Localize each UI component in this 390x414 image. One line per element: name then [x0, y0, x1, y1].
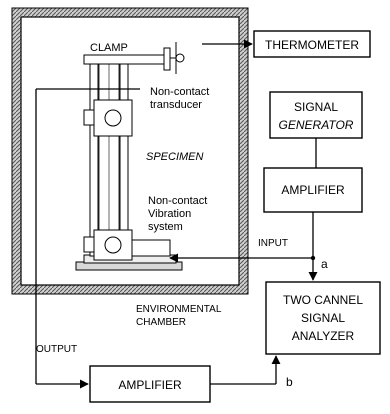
- analyzer-label-line2: SIGNAL: [301, 311, 345, 325]
- transducer-label-line2: transducer: [150, 99, 202, 111]
- thermometer-label: THERMOMETER: [265, 38, 359, 52]
- signal-generator-label-line1: SIGNAL: [294, 100, 338, 114]
- vibration-label-line1: Non-contact: [148, 195, 207, 207]
- amplifier-bottom-label: AMPLIFIER: [118, 378, 182, 392]
- signal-generator-label-line2: GENERATOR: [279, 118, 354, 132]
- analyzer-label-line1: TWO CANNEL: [283, 293, 363, 307]
- junction-dot: [310, 255, 316, 261]
- input-label: INPUT: [258, 238, 288, 249]
- amplifier-bottom-box: [89, 365, 211, 403]
- port-a-label: a: [321, 257, 328, 271]
- signal-analyzer-box: [265, 281, 381, 355]
- output-label: OUTPUT: [36, 344, 77, 355]
- thermometer-box: [253, 30, 371, 58]
- vibration-label-line2: Vibration: [148, 208, 191, 220]
- transducer-label-line1: Non-contact: [150, 86, 209, 98]
- signal-lines: [35, 39, 318, 389]
- analyzer-label-line3: ANALYZER: [292, 329, 355, 343]
- port-b-label: b: [286, 375, 293, 389]
- specimen-label: SPECIMEN: [146, 151, 204, 163]
- vibration-label-line3: system: [148, 221, 183, 233]
- chamber-label-line2: CHAMBER: [136, 317, 186, 328]
- signal-generator-box: [269, 91, 363, 139]
- chamber-label-line1: ENVIRONMENTAL: [136, 304, 222, 315]
- clamp-label: CLAMP: [90, 42, 128, 54]
- amplifier-top-label: AMPLIFIER: [281, 183, 345, 197]
